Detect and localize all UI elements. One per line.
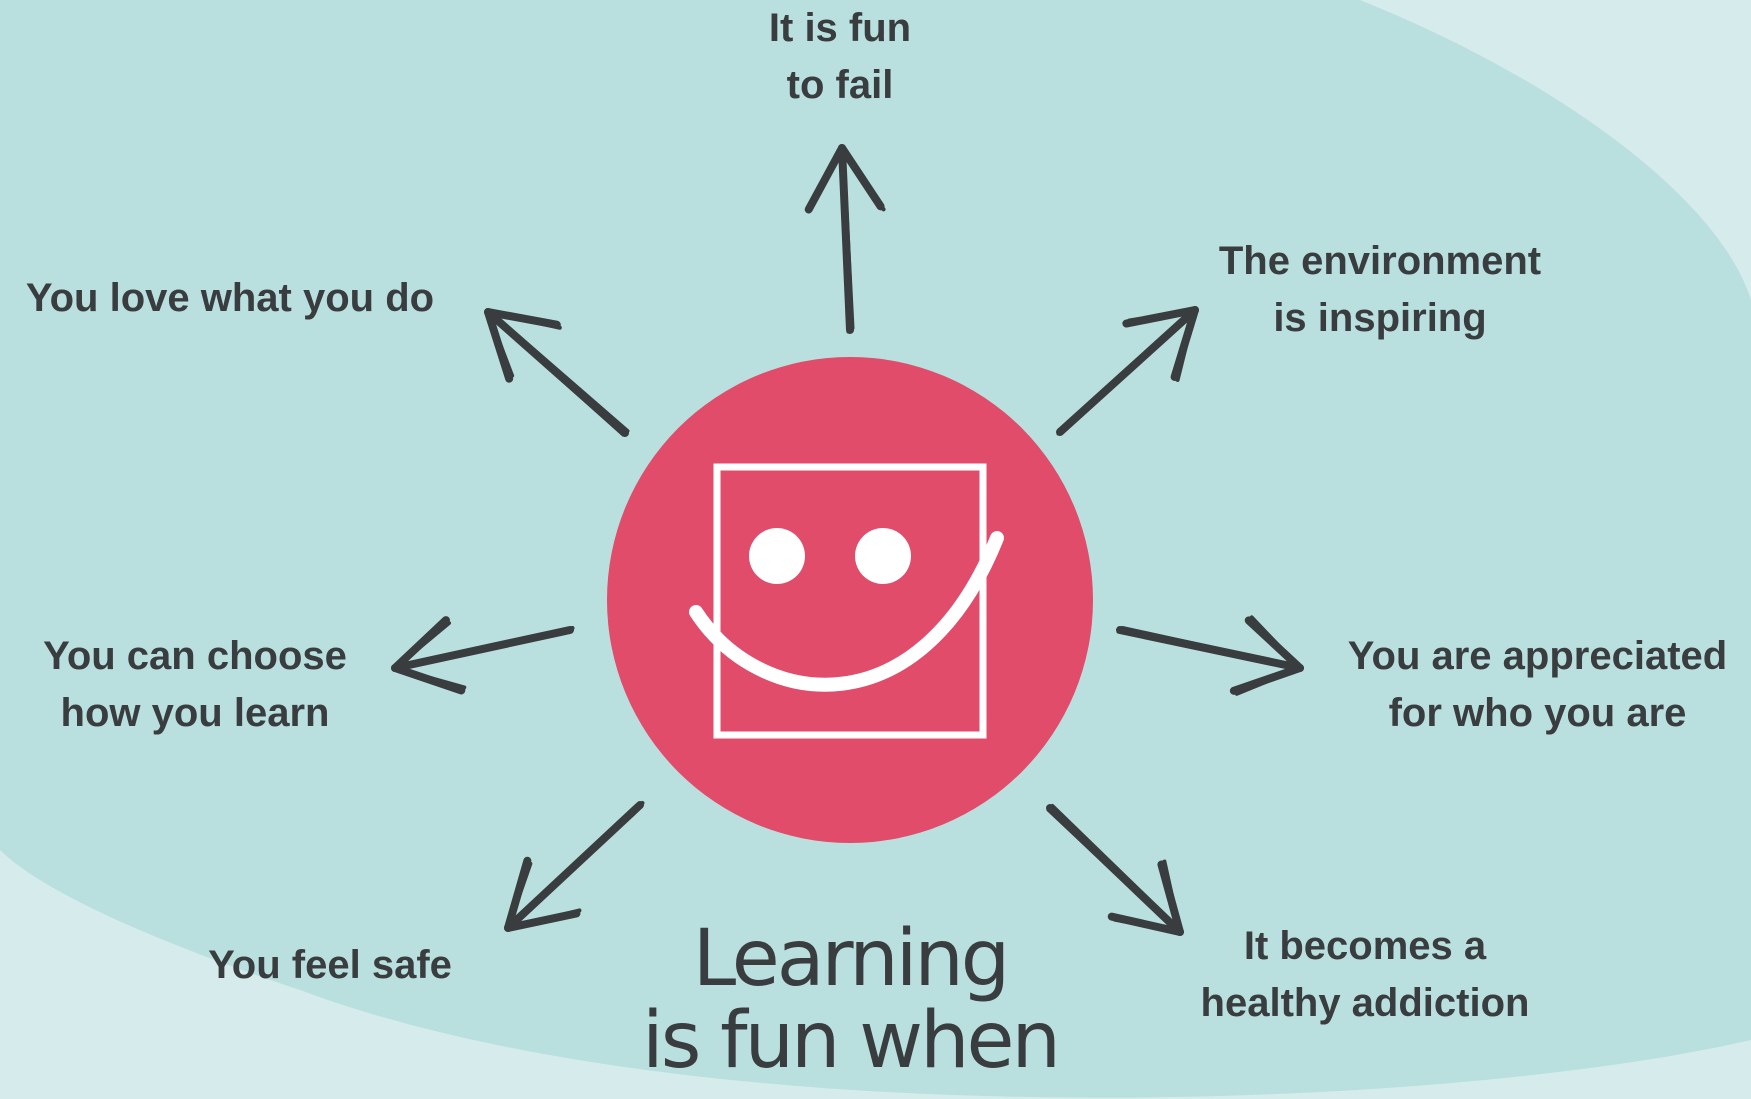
arrow-up-icon: [804, 144, 886, 334]
title-line-2: is fun when: [642, 996, 1061, 1086]
reason-environment-inspiring: The environment is inspiring: [1170, 233, 1590, 347]
smiley-square-icon: [689, 463, 1004, 739]
arrow-right-icon: [1116, 615, 1304, 696]
reason-line: You can choose: [43, 634, 347, 678]
reason-fun-to-fail: It is fun to fail: [690, 0, 990, 114]
reason-line: You feel safe: [208, 943, 452, 987]
reason-feel-safe: You feel safe: [180, 937, 480, 994]
reason-line: to fail: [786, 63, 894, 107]
reason-line: is inspiring: [1273, 296, 1487, 340]
reason-line: You love what you do: [25, 276, 435, 320]
reason-healthy-addiction: It becomes a healthy addiction: [1150, 918, 1580, 1032]
arrow-down-left-icon: [504, 801, 645, 932]
diagram-title: Learning is fun when: [580, 918, 1120, 1082]
reason-line: It becomes a: [1243, 924, 1487, 968]
reason-line: how you learn: [60, 691, 330, 735]
arrow-left-icon: [391, 616, 575, 695]
reason-choose-how: You can choose how you learn: [20, 628, 370, 742]
center-circle: [607, 357, 1093, 843]
title-line-1: Learning: [692, 914, 1011, 1004]
reason-line: It is fun: [768, 6, 912, 50]
reason-line: healthy addiction: [1200, 981, 1530, 1025]
reason-love-what-you-do: You love what you do: [10, 270, 450, 327]
arrows: [391, 144, 1304, 936]
reason-line: The environment: [1218, 239, 1542, 283]
reason-line: for who you are: [1388, 691, 1687, 735]
arrow-up-left-icon: [484, 308, 630, 437]
reason-appreciated: You are appreciated for who you are: [1320, 628, 1751, 742]
reason-line: You are appreciated: [1347, 634, 1728, 678]
arrow-down-right-icon: [1046, 804, 1184, 936]
arrow-up-right-icon: [1056, 306, 1199, 436]
